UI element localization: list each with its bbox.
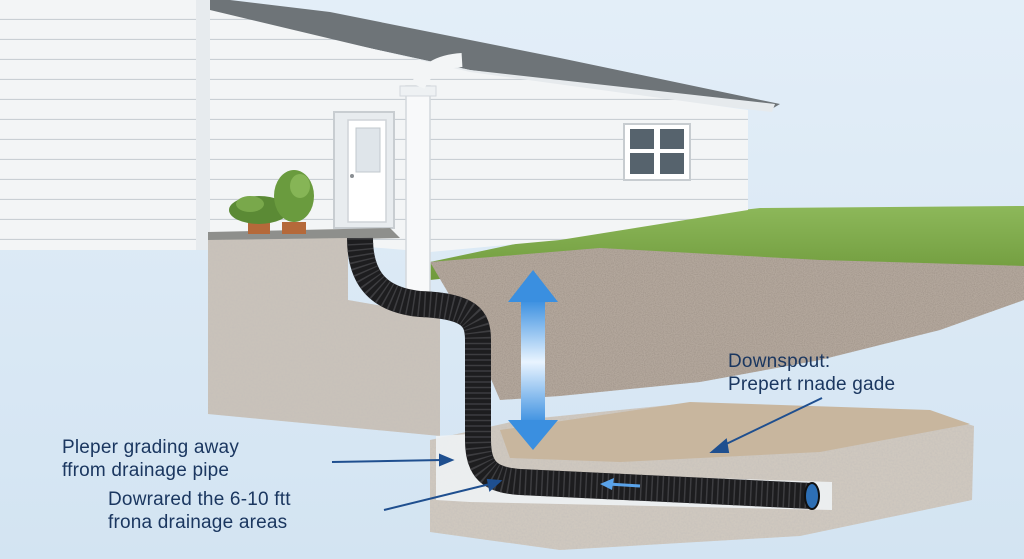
graded-surface bbox=[500, 402, 970, 462]
callout-grading-line1: Pleper grading away bbox=[62, 437, 240, 458]
side-window bbox=[623, 123, 691, 181]
soil-texture bbox=[430, 248, 1024, 400]
foundation-texture bbox=[208, 238, 440, 436]
callout-distance: Dowrared the 6-10 ftt frona drainage are… bbox=[108, 488, 291, 534]
leader-grading bbox=[331, 459, 443, 463]
callout-distance-line1: Dowrared the 6-10 ftt bbox=[108, 489, 291, 510]
corner-trim bbox=[196, 0, 210, 250]
pipe-outlet bbox=[804, 482, 820, 510]
leader-distance bbox=[383, 483, 491, 511]
potted-plant-icon bbox=[229, 170, 314, 234]
house-front-wall bbox=[0, 0, 200, 250]
double-headed-arrow-icon bbox=[508, 270, 558, 450]
leader-downspout bbox=[721, 397, 823, 447]
downspout bbox=[399, 53, 463, 299]
flow-arrow-icon bbox=[600, 478, 641, 490]
callout-downspout-line2: Prepert rnade gade bbox=[728, 374, 896, 395]
entry-door bbox=[333, 111, 395, 229]
callout-grading: Pleper grading away ffrom drainage pipe bbox=[62, 436, 239, 482]
callout-distance-line2: frona drainage areas bbox=[108, 512, 288, 533]
drainage-pipe-ribs bbox=[347, 237, 813, 509]
roof bbox=[0, 0, 780, 110]
callout-grading-line2: ffrom drainage pipe bbox=[62, 460, 230, 481]
roof-fascia bbox=[240, 20, 775, 112]
callout-downspout: Downspout: Prepert rnade gade bbox=[728, 350, 895, 396]
callout-leaders bbox=[331, 397, 823, 511]
callout-downspout-line1: Downspout: bbox=[728, 351, 831, 372]
